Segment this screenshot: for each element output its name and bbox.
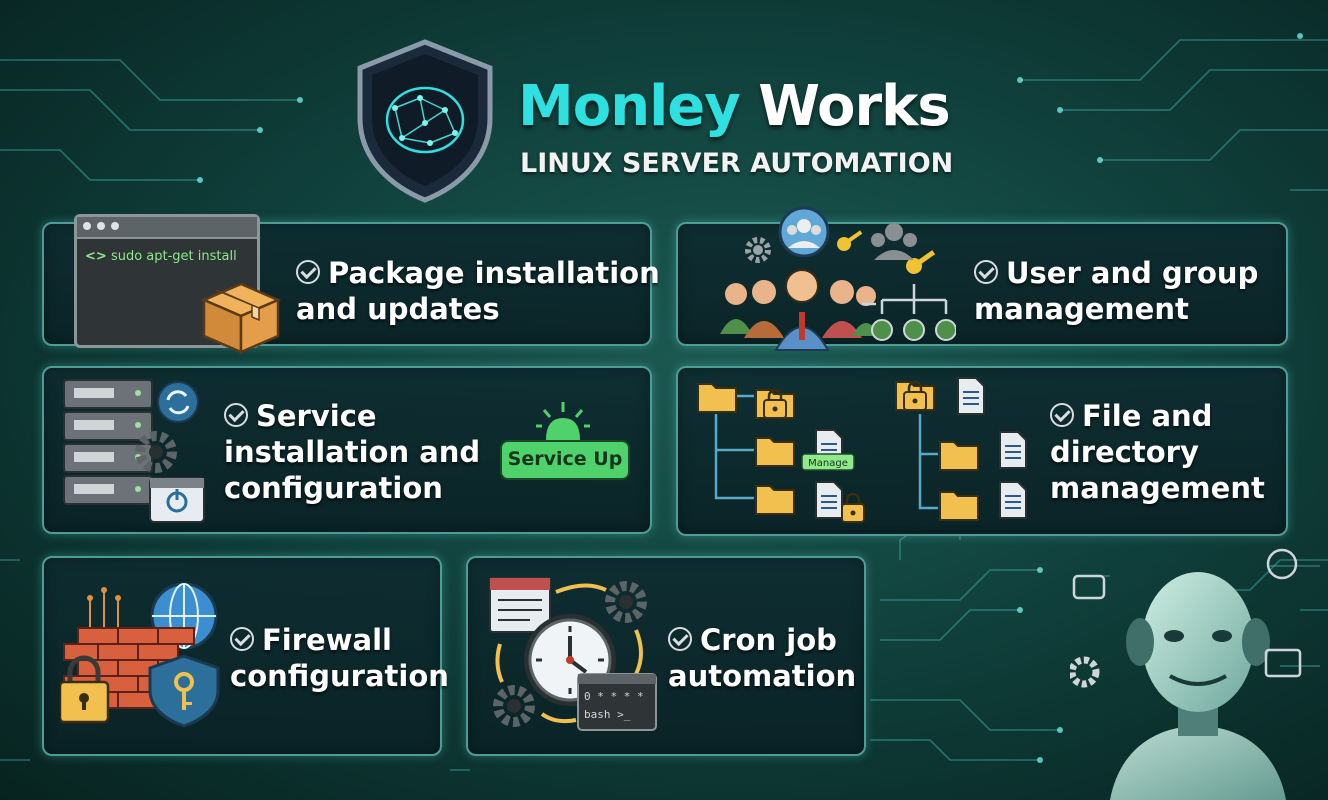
terminal-command: sudo apt-get install [110, 249, 237, 264]
feature-label-service: Service installation and configuration [224, 398, 480, 506]
page-subtitle: LINUX SERVER AUTOMATION [520, 148, 954, 179]
feature-text-line2: installation and [224, 435, 481, 469]
folder-icon [755, 437, 795, 467]
document-icon [999, 481, 1027, 519]
cron-illustration: 0 * * * * bash >_ [489, 577, 657, 731]
feature-text-line1: Cron job [700, 623, 837, 657]
feature-text-line2: automation [668, 659, 857, 693]
manage-tag: Manage [808, 458, 848, 469]
terminal-prompt: <> [85, 249, 107, 264]
feature-text-line3: configuration [224, 471, 443, 505]
folder-icon [755, 485, 795, 515]
feature-label-users: User and group management [974, 255, 1258, 327]
feature-text-line2: configuration [230, 659, 449, 693]
cron-expression: 0 * * * * [584, 690, 644, 703]
key-icon [906, 250, 936, 274]
gear-icon [745, 237, 771, 263]
file-tree-illustration: Manage [697, 377, 1027, 524]
service-status-badge: Service Up [500, 440, 630, 480]
feature-label-files: File and directory management [1050, 398, 1265, 506]
feature-text-line2: management [974, 292, 1189, 326]
folder-icon [939, 491, 979, 521]
status-light-icon [536, 402, 590, 440]
document-icon [815, 481, 843, 519]
refresh-icon [157, 381, 199, 423]
robot-icon [1070, 548, 1320, 800]
feature-text-line1: Service [256, 399, 377, 433]
gear-icon [493, 685, 535, 727]
document-icon [999, 431, 1027, 469]
check-icon [296, 260, 320, 284]
cron-command: bash >_ [584, 708, 631, 721]
brand-part1: Monley [518, 74, 741, 139]
check-icon [668, 627, 692, 651]
shield-brain-icon [357, 39, 493, 203]
feature-text-line1: File and [1082, 399, 1213, 433]
folder-icon [939, 441, 979, 471]
users-icon [720, 206, 956, 351]
feature-text-line1: Package installation [328, 256, 660, 290]
check-icon [1050, 403, 1074, 427]
check-icon [224, 403, 248, 427]
feature-text-line1: Firewall [262, 623, 392, 657]
feature-text-line1: User and group [1006, 256, 1259, 290]
gear-icon [135, 431, 177, 473]
shield-key-icon [148, 654, 220, 728]
server-rack-icon [63, 379, 205, 523]
key-icon [837, 230, 863, 251]
feature-label-package: Package installation and updates [296, 255, 660, 327]
brand-title: Monley Works [518, 74, 951, 139]
feature-label-cron: Cron job automation [668, 622, 856, 694]
feature-text-line2: and updates [296, 292, 500, 326]
lock-icon [840, 492, 866, 524]
gear-icon [1070, 656, 1100, 688]
package-box-icon [200, 282, 282, 354]
calendar-list-icon [489, 577, 551, 633]
firewall-illustration [60, 582, 220, 728]
brand-part2: Works [758, 74, 950, 139]
feature-label-firewall: Firewall configuration [230, 622, 449, 694]
document-icon [957, 377, 985, 415]
folder-icon [697, 383, 737, 413]
power-icon [149, 477, 205, 523]
gear-icon [605, 581, 647, 623]
check-icon [230, 627, 254, 651]
feature-card-firewall [42, 556, 442, 756]
feature-text-line2: directory [1050, 435, 1199, 469]
feature-card-users [676, 222, 1288, 346]
check-icon [974, 260, 998, 284]
feature-text-line3: management [1050, 471, 1265, 505]
padlock-icon [60, 655, 110, 724]
